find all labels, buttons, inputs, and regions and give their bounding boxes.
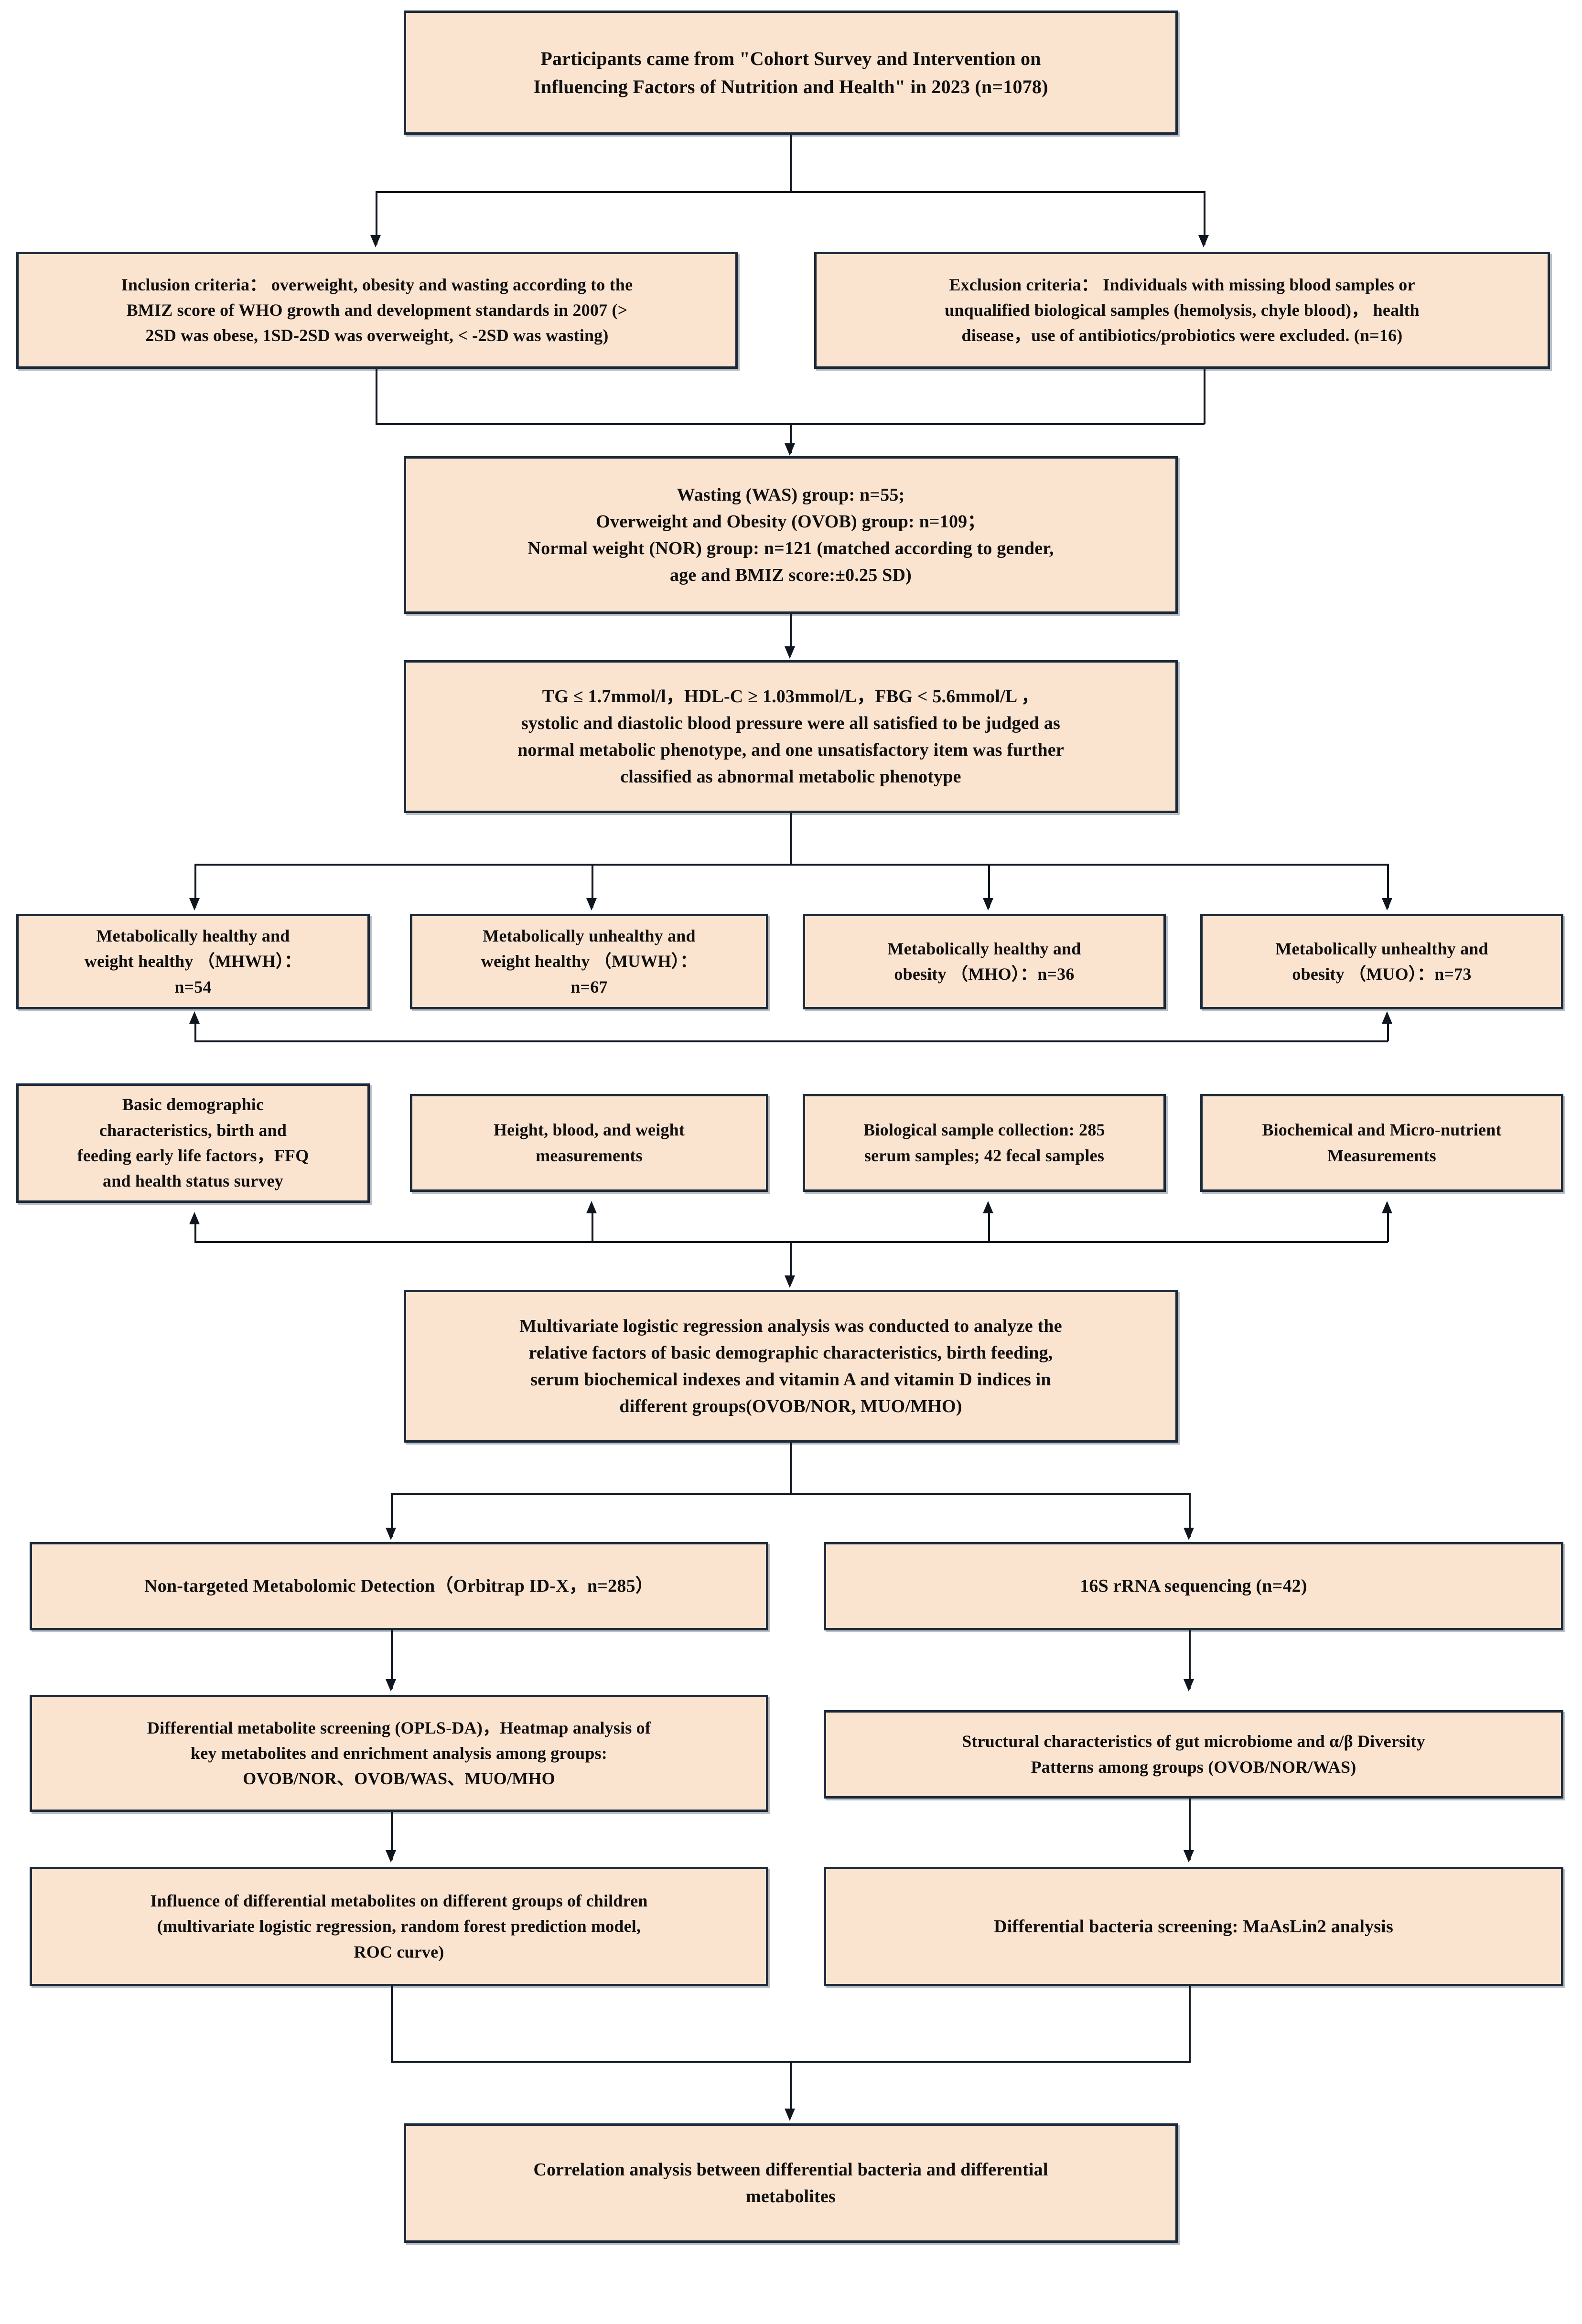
arrow-to-metabolic-criteria bbox=[785, 646, 795, 659]
connector-feedback-bar bbox=[194, 1040, 1388, 1042]
arrow-to-regression bbox=[785, 1275, 795, 1288]
connector-bacteria-down bbox=[1189, 1986, 1191, 2062]
connector-split-bar-1 bbox=[376, 191, 1205, 193]
arrow-to-inclusion bbox=[370, 235, 381, 247]
connector-to-metabolomics bbox=[391, 1493, 393, 1537]
node-study-groups: Wasting (WAS) group: n=55; Overweight an… bbox=[404, 456, 1178, 614]
arrow-to-metabolite-screening bbox=[386, 1679, 396, 1692]
connector-feedback-right bbox=[1387, 1024, 1389, 1041]
node-bacteria-screening: Differential bacteria screening: MaAsLin… bbox=[824, 1867, 1563, 1986]
connector-up-demographics bbox=[194, 1224, 196, 1242]
connector-up-biochem bbox=[1387, 1213, 1389, 1242]
node-metabolic-criteria: TG ≤ 1.7mmol/l，HDL-C ≥ 1.03mmol/L，FBG < … bbox=[404, 660, 1178, 813]
node-correlation: Correlation analysis between differentia… bbox=[404, 2123, 1178, 2243]
arrow-to-sequencing bbox=[1184, 1528, 1194, 1540]
connector-inclusion-down bbox=[376, 369, 377, 424]
node-mho: Metabolically healthy and obesity （MHO）：… bbox=[803, 914, 1166, 1009]
arrow-to-mhwh bbox=[189, 898, 200, 910]
connector-to-mho bbox=[988, 864, 990, 908]
connector-source-down bbox=[790, 135, 792, 192]
node-biochem: Biochemical and Micro-nutrient Measureme… bbox=[1200, 1094, 1563, 1192]
arrow-up-to-mhwh bbox=[189, 1011, 200, 1024]
arrow-to-bacteria-screening bbox=[1184, 1850, 1194, 1863]
connector-to-sequencing bbox=[1189, 1493, 1191, 1537]
connector-to-inclusion bbox=[376, 191, 377, 245]
arrow-up-measurements bbox=[586, 1201, 597, 1213]
arrow-to-exclusion bbox=[1198, 235, 1209, 247]
connector-metabolomics-down bbox=[391, 1630, 393, 1689]
node-samples: Biological sample collection: 285 serum … bbox=[803, 1094, 1166, 1192]
node-muwh: Metabolically unhealthy and weight healt… bbox=[410, 914, 768, 1009]
node-exclusion-criteria: Exclusion criteria： Individuals with mis… bbox=[814, 252, 1550, 369]
node-demographics: Basic demographic characteristics, birth… bbox=[16, 1083, 370, 1203]
node-regression: Multivariate logistic regression analysi… bbox=[404, 1290, 1178, 1443]
connector-criteria-down bbox=[790, 813, 792, 866]
node-microbiome-structure: Structural characteristics of gut microb… bbox=[824, 1710, 1563, 1799]
connector-split-bar-2way bbox=[391, 1493, 1190, 1495]
node-sequencing: 16S rRNA sequencing (n=42) bbox=[824, 1542, 1563, 1630]
arrow-up-to-muo bbox=[1382, 1011, 1392, 1024]
connector-up-measurements bbox=[592, 1213, 593, 1242]
arrow-to-muo bbox=[1382, 898, 1392, 910]
node-metabolite-screening: Differential metabolite screening (OPLS-… bbox=[30, 1695, 768, 1812]
connector-to-exclusion bbox=[1204, 191, 1205, 245]
connector-merge-down-regression bbox=[790, 1241, 792, 1279]
connector-structure-down bbox=[1189, 1799, 1191, 1860]
connector-to-muwh bbox=[592, 864, 593, 908]
connector-to-mhwh bbox=[194, 864, 196, 908]
connector-up-samples bbox=[988, 1213, 990, 1242]
connector-screening-down bbox=[391, 1812, 393, 1860]
connector-regression-down bbox=[790, 1443, 792, 1495]
connector-merge-down-1 bbox=[790, 423, 792, 453]
arrow-to-groups bbox=[785, 443, 795, 456]
arrow-up-demographics bbox=[189, 1212, 200, 1224]
arrow-up-biochem bbox=[1382, 1201, 1392, 1213]
connector-sequencing-down bbox=[1189, 1630, 1191, 1689]
arrow-to-microbiome-structure bbox=[1184, 1679, 1194, 1692]
arrow-up-samples bbox=[983, 1201, 993, 1213]
connector-to-muo bbox=[1387, 864, 1389, 908]
arrow-to-muwh bbox=[586, 898, 597, 910]
connector-merge-down-final bbox=[790, 2061, 792, 2113]
node-muo: Metabolically unhealthy and obesity （MUO… bbox=[1200, 914, 1563, 1009]
arrow-to-metabolomics bbox=[386, 1528, 396, 1540]
connector-exclusion-down bbox=[1204, 369, 1205, 424]
node-metabolite-influence: Influence of differential metabolites on… bbox=[30, 1867, 768, 1986]
node-mhwh: Metabolically healthy and weight healthy… bbox=[16, 914, 370, 1009]
node-metabolomics: Non-targeted Metabolomic Detection（Orbit… bbox=[30, 1542, 768, 1630]
connector-groups-down bbox=[790, 614, 792, 646]
arrow-to-correlation bbox=[785, 2109, 795, 2121]
connector-influence-down bbox=[391, 1986, 393, 2062]
arrow-to-mho bbox=[983, 898, 993, 910]
node-source: Participants came from "Cohort Survey an… bbox=[404, 11, 1178, 135]
connector-split-bar-4way bbox=[194, 864, 1389, 866]
node-measurements: Height, blood, and weight measurements bbox=[410, 1094, 768, 1192]
arrow-to-metabolite-influence bbox=[386, 1850, 396, 1863]
node-inclusion-criteria: Inclusion criteria： overweight, obesity … bbox=[16, 252, 738, 369]
connector-feedback-left bbox=[194, 1024, 196, 1041]
